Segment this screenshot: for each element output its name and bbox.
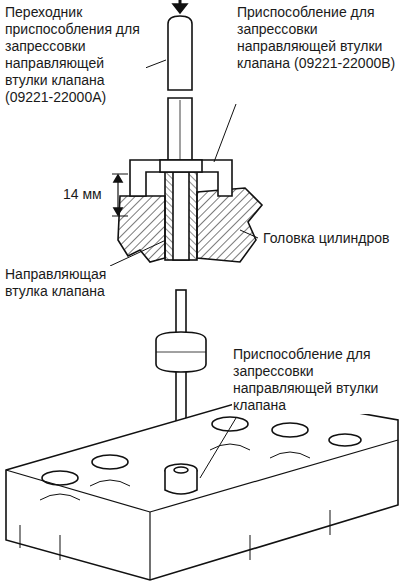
tool-label: Приспособление для запрессовки направляю… [232, 346, 398, 414]
part-label: Головка цилиндров [262, 230, 394, 247]
part-label: Направляющая втулка клапана [4, 266, 118, 300]
lower-section [6, 290, 398, 580]
tool-label: Приспособление для запрессовки направляю… [236, 4, 398, 72]
tool-adapter-label: Переходник приспособления для запрессовк… [4, 4, 146, 106]
dimension: 14 мм [62, 186, 116, 203]
